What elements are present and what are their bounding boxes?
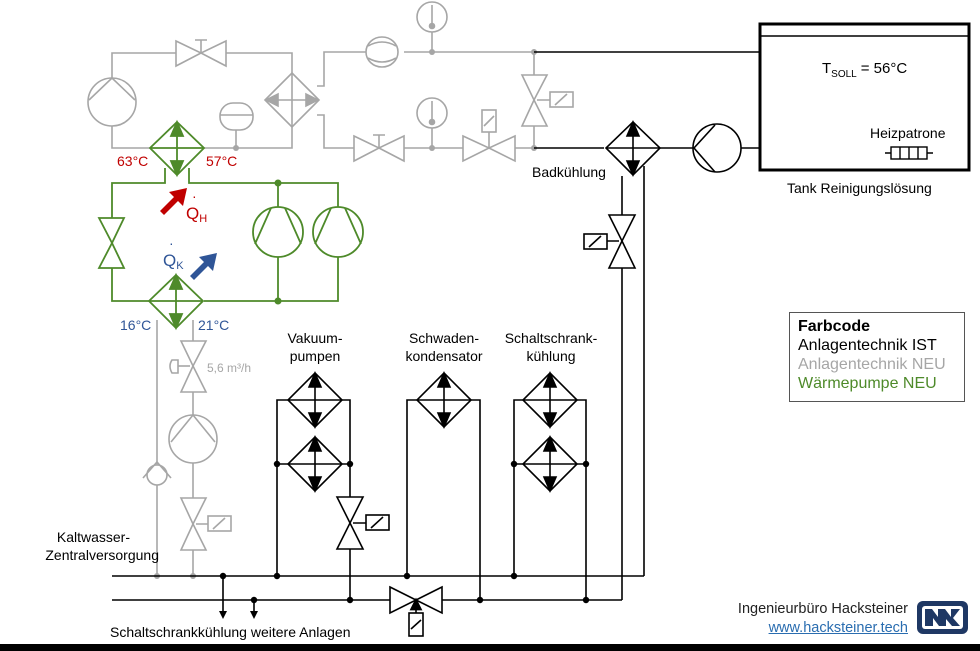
neu-pump-top-left-icon [87,76,137,127]
legend-item-heatpump: Wärmepumpe NEU [798,375,937,392]
cooling-output-label: QK [163,251,184,272]
legend-item-ist: Anlagentechnik IST [798,337,937,354]
compressor-icon [252,206,304,258]
company-website-link[interactable]: www.hacksteiner.tech [768,620,908,636]
cabinet-cooling-label-line1: Schaltschrank- [505,330,598,346]
color-legend: Farbcode Anlagentechnik IST Anlagentechn… [789,312,965,402]
neu-pump-cold-water-icon [168,413,218,464]
bath-cooling-solenoid-valve-icon [583,214,637,269]
vacuum-pumps-label-line2: pumpen [290,348,341,364]
vacuum-solenoid-valve-icon [335,496,390,550]
heatpump-junction-dot [274,179,282,187]
bath-cooling-heat-exchanger-icon [604,119,662,178]
q-dot: · [192,188,197,204]
junction-dot [510,460,518,468]
heat-output-label: QH [186,204,207,225]
neu-flow-regulating-valve-icon [169,340,208,393]
heatpump-junction-dot [274,297,282,305]
hot-out-temperature: 57°C [206,153,237,169]
tank-caption: Tank Reinigungslösung [787,180,932,196]
vapor-condenser-label-line1: Schwaden- [409,330,479,346]
cold-water-supply-label-line2: Zentralversorgung [45,547,159,563]
expansion-valve-icon [97,217,126,269]
neu-flow-meter-icon [365,36,399,68]
neu-expansion-vessel-icon [219,102,254,148]
hot-in-temperature: 63°C [117,153,148,169]
neu-solenoid-valve-icon [462,109,516,163]
ist-tank-piping [534,51,760,600]
neu-thermometer-icon [416,1,448,33]
evaporator-heat-exchanger-icon [147,272,205,331]
company-logo [917,601,968,634]
vacuum-pumps-label-line1: Vakuum- [288,330,343,346]
tank-pump-icon [692,123,742,173]
main-control-valve-icon [389,585,443,637]
cabinet-cooling-heat-exchanger-icon [514,434,586,494]
neu-junction-dot [429,49,435,55]
cabinet-cooling-label-line2: kühlung [526,348,575,364]
legend-title: Farbcode [798,318,871,335]
neu-check-valve-icon [142,460,172,486]
neu-bypass-valve-icon [520,74,574,127]
heater-label: Heizpatrone [870,125,946,141]
bath-cooling-label: Badkühlung [532,164,606,180]
neu-junction-dot [233,145,239,151]
cold-water-supply-label-line1: Kaltwasser- [57,529,130,545]
compressor-icon [312,206,364,258]
junction-dot [582,460,590,468]
vapor-condenser-label-line2: kondensator [405,348,482,364]
cabinet-cooling-piping [513,399,587,600]
vacuum-pump-heat-exchanger-icon [286,370,344,430]
neu-manual-valve-icon [353,134,405,163]
heatpump-piping [111,168,339,302]
neu-heat-exchanger-icon [263,71,321,129]
junction-dot [346,460,354,468]
outflow-arrow-icon [250,611,258,619]
bottom-border [0,644,980,651]
heat-flow-cold-arrow-icon [190,253,217,280]
flow-rate-label: 5,6 m³/h [207,361,251,375]
neu-manual-valve-icon [175,39,227,68]
header-junction-dots [219,572,590,604]
tank-setpoint-label: TSOLL= 56°C [822,60,907,80]
further-systems-label: Schaltschrankkühlung weitere Anlagen [110,624,351,640]
vapor-condenser-heat-exchanger-icon [415,370,473,430]
neu-solenoid-valve-cold-icon [179,497,232,551]
neu-junction-dot [429,145,435,151]
junction-dot [273,460,281,468]
condenser-heat-exchanger-icon [148,119,206,178]
vapor-condenser-piping [406,399,481,600]
neu-cold-water-piping [156,320,194,576]
legend-item-neu: Anlagentechnik NEU [798,356,946,373]
tank-icon [758,22,971,172]
neu-piping-top [111,32,535,149]
company-name: Ingenieurbüro Hacksteiner [737,601,908,617]
cold-in-temperature: 16°C [120,317,151,333]
heat-flow-hot-arrow-icon [160,188,187,215]
outflow-arrow-icon [219,611,227,619]
neu-thermometer-icon [416,97,448,129]
q-dot: · [169,235,174,251]
heater-cartridge-icon [885,146,933,160]
company-info: Ingenieurbüro Hacksteiner www.hacksteine… [738,600,908,638]
cabinet-cooling-heat-exchanger-icon [521,370,579,430]
vacuum-pump-heat-exchanger-icon [277,434,350,494]
ist-main-headers [112,575,644,613]
cold-out-temperature: 21°C [198,317,229,333]
